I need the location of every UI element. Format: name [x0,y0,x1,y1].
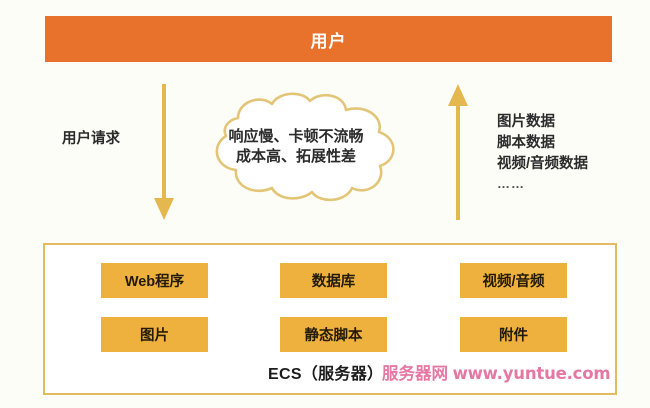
site-watermark: 服务器网 www.yuntue.com [382,360,611,384]
service-box-attachment[interactable]: 附件 [460,317,567,352]
service-label-web: Web程序 [124,274,185,290]
service-label-image: 图片 [140,328,169,344]
cloud-line-2: 成本高、拓展性差 [235,148,356,165]
ecs-service-grid: Web程序 图片 数据库 静态脚本 视频/音频 附件 [45,245,615,393]
arrow-up-icon [448,84,468,220]
cloud-line-1: 响应慢、卡顿不流畅 [228,128,364,146]
service-box-video-audio[interactable]: 视频/音频 [460,263,567,298]
ecs-caption: ECS（服务器） [268,366,384,383]
service-box-database[interactable]: 数据库 [280,263,387,298]
watermark-url: www.yuntue.com [452,364,611,383]
cloud-shape-icon [215,92,395,202]
user-request-label: 用户请求 [62,131,120,147]
ecs-panel: Web程序 图片 数据库 静态脚本 视频/音频 附件 [43,243,617,395]
response-label-ellipsis: …… [497,175,525,191]
service-label-static-script: 静态脚本 [304,328,363,344]
user-header-label: 用户 [310,31,347,51]
response-label-media: 视频/音频数据 [497,155,589,172]
response-data-labels: 图片数据 脚本数据 视频/音频数据 …… [497,112,588,193]
response-label-image: 图片数据 [497,114,555,130]
service-box-static-script[interactable]: 静态脚本 [280,317,387,352]
pain-points-cloud: 响应慢、卡顿不流畅 成本高、拓展性差 [186,88,406,206]
service-label-video-audio: 视频/音频 [482,274,545,290]
cloud-text-block: 响应慢、卡顿不流畅 成本高、拓展性差 [186,88,406,206]
watermark-site-name: 服务器网 [382,364,448,383]
arrow-down-icon [154,84,174,220]
service-box-web[interactable]: Web程序 [101,263,208,298]
service-box-image[interactable]: 图片 [101,317,208,352]
service-label-database: 数据库 [311,274,356,290]
service-label-attachment: 附件 [499,328,528,344]
response-label-script: 脚本数据 [497,134,555,151]
user-header-bar: 用户 [45,16,612,62]
